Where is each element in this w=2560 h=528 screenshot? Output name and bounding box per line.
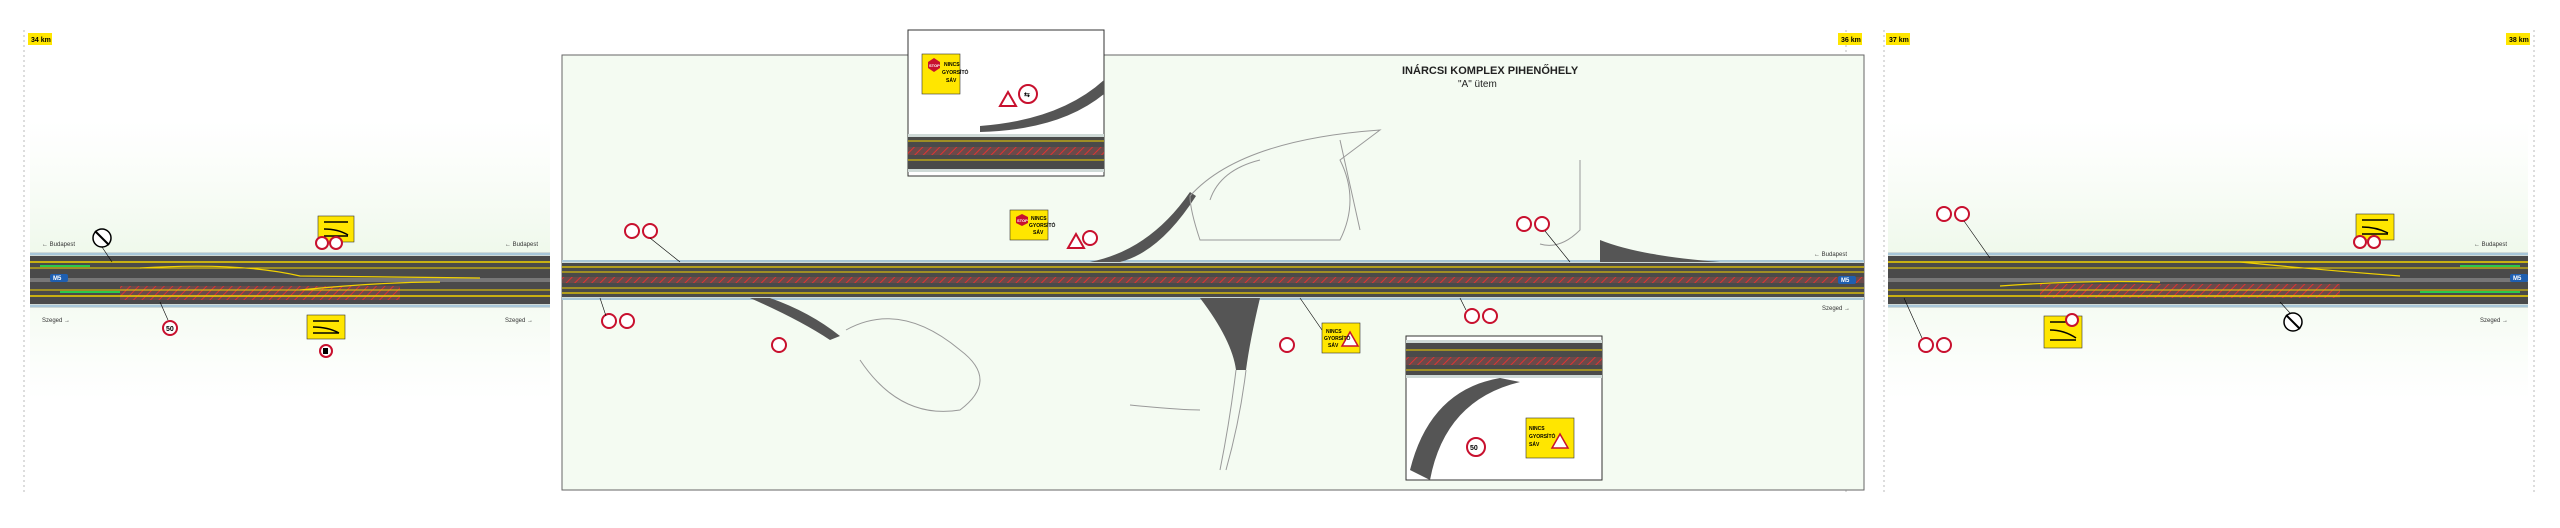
inset-top-text-2: GYORSÍTÓ [942, 68, 969, 76]
km-marker-36: 36 km [1838, 33, 1862, 45]
rest-area-parking-outlines [845, 129, 1581, 471]
speed-pair-right-bottom [1918, 337, 1952, 353]
mid-dir-budapest: ← Budapest [1814, 252, 1847, 258]
speed-limit-mid-lower [771, 337, 1295, 353]
speed-pair-mid-3 [1464, 308, 1498, 324]
end-restriction-sign-left [92, 228, 112, 248]
m5-shield-mid-label: M5 [1841, 278, 1850, 284]
speed-pair-right-top [1936, 206, 1970, 222]
km-marker-38-label: 38 km [2509, 37, 2529, 44]
inset-bottom-speed: 50 [1470, 445, 1478, 452]
inset-top-text-3: SÁV [946, 77, 957, 84]
speed-limit-sign-left-bottom: 50 [162, 320, 178, 336]
closed-lane-text-mid-3: SÁV [1033, 229, 1044, 236]
end-restriction-sign-right [2283, 312, 2303, 332]
m5-shield-right-label: M5 [2513, 276, 2522, 282]
km-marker-34: 34 km [28, 33, 52, 45]
middle-motorway: M5 [562, 260, 1864, 300]
inset-bottom-text-1: NINCS [1529, 426, 1545, 432]
right-dir-szeged: Szeged → [2480, 318, 2508, 324]
lane-merge-sign-right-bottom [2043, 313, 2083, 349]
left-dir-szeged-2: Szeged → [505, 318, 533, 324]
no-overtaking-sign-left [319, 344, 333, 358]
right-dir-budapest: ← Budapest [2474, 242, 2507, 248]
inset-top-text-1: NINCS [944, 62, 960, 68]
speed-pair-mid-1 [624, 223, 658, 239]
rest-area-ramps [750, 192, 1720, 370]
closed-lane-text-mid-2: GYORSÍTÓ [1029, 221, 1056, 229]
km-marker-36-label: 36 km [1841, 37, 1861, 44]
km-marker-37: 37 km [1886, 33, 1910, 45]
speed-pair-mid-2 [601, 313, 635, 329]
km-marker-34-label: 34 km [31, 37, 51, 44]
speed-limit-left-label: 50 [166, 326, 174, 333]
closed-lane-text-mid-1: NINCS [1031, 216, 1047, 222]
speed-pair-left-top [315, 236, 343, 250]
left-dir-budapest-1: ← Budapest [42, 242, 75, 248]
m5-shield-left-label: M5 [53, 276, 62, 282]
detail-inset-top: STOP NINCS GYORSÍTÓ SÁV ⇆ [907, 29, 1105, 177]
left-dir-budapest-2: ← Budapest [505, 242, 538, 248]
left-dir-szeged-1: Szeged → [42, 318, 70, 324]
mid-dir-szeged: Szeged → [1822, 306, 1850, 312]
m5-shield-left [50, 274, 68, 282]
rest-area-subtitle: "A" ütem [1458, 79, 1497, 90]
closed-lane-text-lower-2: GYORSÍTÓ [1324, 334, 1351, 342]
rest-area-title: INÁRCSI KOMPLEX PIHENŐHELY [1402, 64, 1579, 77]
left-motorway: M5 [30, 252, 550, 308]
stop-closed-lane-sign-mid: STOP NINCS GYORSÍTÓ SÁV [1009, 209, 1056, 241]
inset-top-overtaking: ⇆ [1024, 91, 1030, 99]
closed-lane-text-lower-1: NINCS [1326, 329, 1342, 335]
stop-text-inset: STOP [929, 63, 940, 68]
speed-pair-right-mid [2353, 235, 2381, 249]
closed-lane-sign-mid-lower: NINCS GYORSÍTÓ SÁV [1321, 322, 1361, 354]
inset-bottom-text-3: SÁV [1529, 441, 1540, 448]
speed-pair-mid-4 [1516, 216, 1550, 232]
stop-text-mid: STOP [1017, 218, 1028, 223]
m5-shield-mid [1838, 276, 1856, 284]
rest-area-title-block: INÁRCSI KOMPLEX PIHENŐHELY "A" ütem [1402, 64, 1579, 90]
detail-inset-bottom: 50 NINCS GYORSÍTÓ SÁV [1405, 335, 1603, 481]
closed-lane-text-lower-3: SÁV [1328, 342, 1339, 349]
right-motorway: M5 [1888, 252, 2528, 308]
km-marker-38: 38 km [2506, 33, 2530, 45]
lane-merge-sign-left-bottom [306, 314, 346, 340]
inset-bottom-text-2: GYORSÍTÓ [1529, 432, 1556, 440]
m5-shield-right [2510, 274, 2528, 282]
warning-triangle-mid [1066, 230, 1098, 249]
km-marker-37-label: 37 km [1889, 37, 1909, 44]
